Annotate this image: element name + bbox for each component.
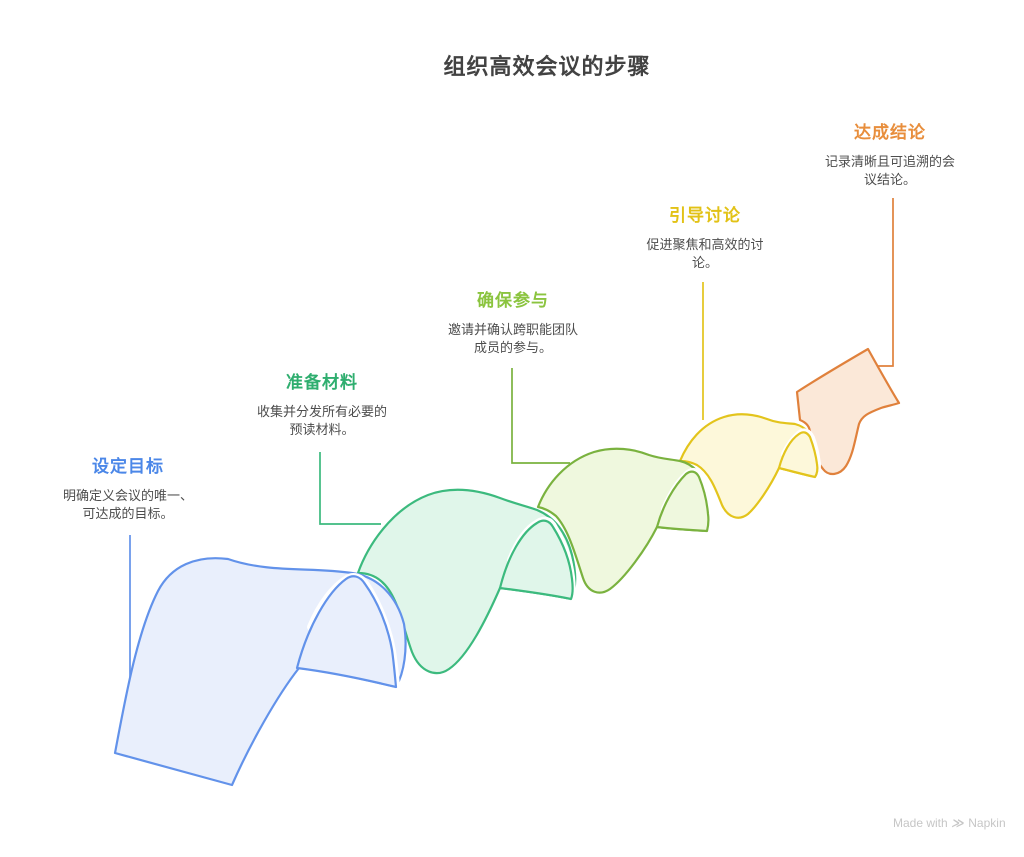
wave-group-3 <box>536 447 713 594</box>
step-desc-line: 明确定义会议的唯一、 <box>62 488 194 503</box>
step-desc-line: 预读材料。 <box>289 422 355 437</box>
step-desc-line: 可达成的目标。 <box>82 506 174 521</box>
connector-line-5 <box>878 198 894 367</box>
step-block-3: 确保参与 邀请并确认跨职能团队 成员的参与。 <box>448 286 578 357</box>
step-block-2: 准备材料 收集并分发所有必要的 预读材料。 <box>257 368 387 439</box>
step-desc-line: 记录清晰且可追溯的会 <box>824 154 956 169</box>
step-desc-line: 促进聚焦和高效的讨 <box>646 237 764 252</box>
step-desc-1: 明确定义会议的唯一、 可达成的目标。 <box>63 487 193 523</box>
step-desc-line: 议结论。 <box>863 172 917 187</box>
step-desc-5: 记录清晰且可追溯的会 议结论。 <box>825 153 955 189</box>
step-block-4: 引导讨论 促进聚焦和高效的讨 论。 <box>646 201 763 272</box>
wave-back-fold-4 <box>777 431 819 479</box>
step-title-3: 确保参与 <box>476 291 549 310</box>
wave-group-4 <box>678 413 822 519</box>
step-desc-line: 收集并分发所有必要的 <box>256 404 388 419</box>
page-title: 组织高效会议的步骤 <box>443 54 651 79</box>
step-desc-3: 邀请并确认跨职能团队 成员的参与。 <box>448 321 578 357</box>
connector-line-3 <box>511 368 570 464</box>
watermark-brand: Napkin <box>968 816 1006 830</box>
wave-back-fold-1 <box>295 575 398 689</box>
napkin-chevrons-icon: ≫ <box>950 816 966 830</box>
step-desc-4: 促进聚焦和高效的讨 论。 <box>646 236 763 272</box>
step-desc-line: 成员的参与。 <box>473 340 553 355</box>
step-desc-line: 邀请并确认跨职能团队 <box>447 322 579 337</box>
step-title-4: 引导讨论 <box>668 206 741 225</box>
wave-group-1 <box>113 557 407 787</box>
wave-back-fold-2 <box>498 519 574 601</box>
step-desc-line: 论。 <box>691 255 719 270</box>
step-title-1: 设定目标 <box>91 457 164 476</box>
made-with-napkin-watermark: Made with ≫ Napkin <box>893 816 1006 830</box>
step-block-5: 达成结论 记录清晰且可追溯的会 议结论。 <box>825 118 955 189</box>
connector-line-2 <box>319 452 381 525</box>
wave-back-fold-3 <box>655 470 710 533</box>
step-title-2: 准备材料 <box>285 373 358 392</box>
step-desc-2: 收集并分发所有必要的 预读材料。 <box>257 403 387 439</box>
step-title-5: 达成结论 <box>853 123 926 142</box>
wave-group-2 <box>356 488 577 675</box>
step-block-1: 设定目标 明确定义会议的唯一、 可达成的目标。 <box>63 452 193 523</box>
watermark-text: Made with <box>893 816 948 830</box>
